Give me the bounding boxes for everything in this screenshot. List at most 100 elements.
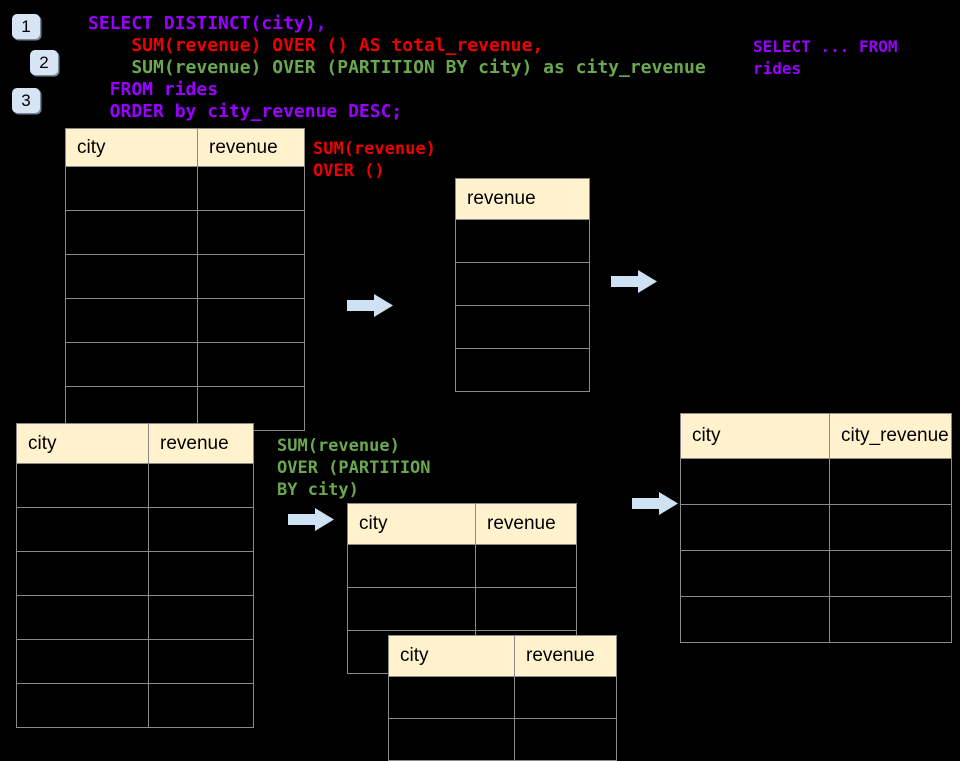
column-header: city — [680, 413, 830, 459]
table-row — [680, 504, 952, 551]
empty-cell — [197, 254, 305, 299]
table-row — [388, 718, 617, 761]
empty-cell — [455, 305, 590, 349]
empty-cell — [475, 587, 577, 631]
empty-cell — [347, 587, 476, 631]
label-sum-over-partition: SUM(revenue) OVER (PARTITION BY city) — [277, 435, 431, 501]
empty-cell — [197, 210, 305, 255]
table-row — [455, 305, 590, 349]
empty-cell — [16, 507, 149, 552]
table-row — [455, 219, 590, 263]
table-row — [65, 210, 305, 255]
empty-cell — [148, 463, 254, 508]
arrow-right-icon — [611, 270, 657, 293]
empty-cell — [388, 676, 515, 719]
column-header: revenue — [148, 423, 254, 464]
table-row — [680, 596, 952, 643]
step-badge-2: 2 — [30, 50, 58, 75]
empty-cell — [197, 342, 305, 387]
empty-cell — [197, 166, 305, 211]
empty-cell — [388, 718, 515, 761]
empty-cell — [148, 551, 254, 596]
table-row — [65, 298, 305, 343]
side-note-line: SELECT ... FROM — [753, 37, 898, 56]
table-row — [455, 348, 590, 392]
sql-side-note: SELECT ... FROM rides — [753, 36, 898, 80]
label-line: SUM(revenue) — [277, 436, 400, 456]
label-line: OVER (PARTITION — [277, 458, 431, 478]
column-header: city — [16, 423, 149, 464]
label-line: BY city) — [277, 480, 359, 500]
column-header: revenue — [475, 503, 577, 545]
table-row — [388, 676, 617, 719]
empty-cell — [16, 595, 149, 640]
label-line: OVER () — [313, 161, 385, 181]
step-badge-1: 1 — [12, 14, 40, 39]
sql-line-sum-over-all: SUM(revenue) OVER () AS total_revenue, — [88, 35, 544, 56]
empty-cell — [16, 463, 149, 508]
sql-line-select: SELECT DISTINCT(city), — [88, 13, 327, 34]
empty-cell — [65, 254, 198, 299]
empty-cell — [148, 639, 254, 684]
label-line: SUM(revenue) — [313, 139, 436, 159]
empty-cell — [514, 718, 617, 761]
table-row — [347, 587, 577, 631]
empty-cell — [65, 342, 198, 387]
empty-cell — [455, 348, 590, 392]
empty-cell — [16, 639, 149, 684]
table-row — [65, 342, 305, 387]
empty-cell — [829, 596, 952, 643]
empty-cell — [65, 210, 198, 255]
table-row — [16, 639, 254, 684]
table-row — [65, 166, 305, 211]
table-header-row: revenue — [455, 178, 590, 220]
table-row — [16, 683, 254, 728]
empty-cell — [197, 298, 305, 343]
column-header: city_revenue — [829, 413, 952, 459]
sql-line-order-by: ORDER by city_revenue DESC; — [88, 101, 403, 122]
empty-cell — [829, 550, 952, 597]
empty-cell — [148, 683, 254, 728]
table-row — [680, 550, 952, 597]
column-header: revenue — [514, 635, 617, 677]
table-row — [65, 254, 305, 299]
column-header: revenue — [197, 128, 305, 167]
table-row — [16, 551, 254, 596]
column-header: city — [388, 635, 515, 677]
empty-cell — [16, 551, 149, 596]
table-row — [347, 544, 577, 588]
sql-line-sum-partition: SUM(revenue) OVER (PARTITION BY city) as… — [88, 57, 706, 78]
label-sum-over-all: SUM(revenue) OVER () — [313, 138, 436, 182]
empty-cell — [455, 262, 590, 306]
table: revenue — [455, 178, 590, 392]
side-note-line: rides — [753, 59, 802, 78]
empty-cell — [829, 458, 952, 505]
column-header: city — [65, 128, 198, 167]
arrow-right-icon — [347, 294, 393, 317]
arrow-right-icon — [288, 508, 334, 531]
empty-cell — [347, 544, 476, 588]
empty-cell — [680, 504, 830, 551]
empty-cell — [65, 166, 198, 211]
empty-cell — [680, 458, 830, 505]
table-row — [16, 595, 254, 640]
column-header: revenue — [455, 178, 590, 220]
table-row — [455, 262, 590, 306]
empty-cell — [455, 219, 590, 263]
empty-cell — [65, 298, 198, 343]
table-total-revenue: revenue — [455, 178, 590, 392]
column-header: city — [347, 503, 476, 545]
arrow-right-icon — [632, 492, 678, 515]
